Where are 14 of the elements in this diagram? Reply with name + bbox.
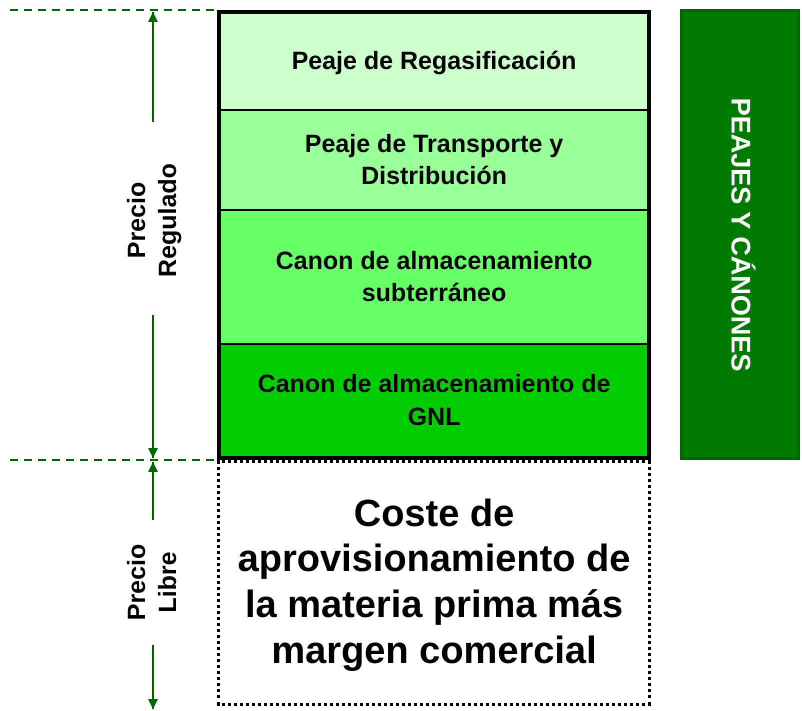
cost-box xyxy=(217,460,651,706)
node-text: Canon de almacenamiento de GNL xyxy=(256,369,612,432)
node-text: Peaje de Regasificación xyxy=(290,46,578,78)
cost-band xyxy=(217,10,651,110)
node-text: Peaje de Transporte y Distribución xyxy=(304,128,564,192)
cost-band xyxy=(217,344,651,460)
node-text: PEAJES Y CÁNONES xyxy=(724,98,757,372)
cost-band xyxy=(217,110,651,210)
node-text: Coste de aprovisionamiento de la materia prima más margen comercial xyxy=(236,492,632,674)
price-label: Precio Libre xyxy=(122,542,183,622)
cost-band xyxy=(217,210,651,344)
price-label: Precio Regulado xyxy=(122,162,183,279)
node-text: Canon de almacenamiento subterráneo xyxy=(274,246,594,309)
category-banner xyxy=(680,9,800,460)
